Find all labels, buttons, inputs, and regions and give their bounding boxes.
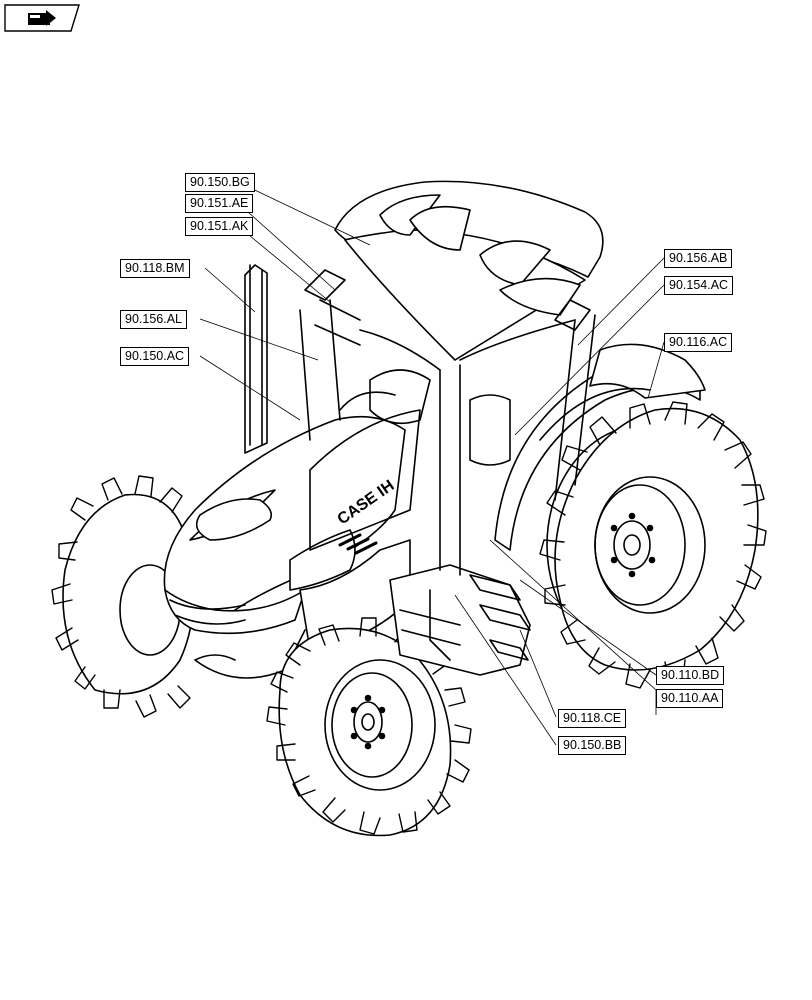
callout-90-156-ab[interactable]: 90.156.AB bbox=[664, 249, 733, 268]
tractor-body bbox=[163, 409, 421, 679]
callout-90-110-bd[interactable]: 90.110.BD bbox=[656, 666, 725, 685]
callout-90-154-ac[interactable]: 90.154.AC bbox=[664, 276, 734, 295]
front-left-wheel bbox=[51, 475, 195, 718]
callout-90-151-ak[interactable]: 90.151.AK bbox=[185, 217, 254, 236]
mirrors bbox=[304, 269, 591, 331]
chassis-steps bbox=[389, 564, 531, 676]
front-right-wheel bbox=[266, 617, 472, 837]
callout-90-118-bm[interactable]: 90.118.BM bbox=[120, 259, 190, 278]
arrow-folder-icon bbox=[28, 10, 56, 26]
callout-90-151-ae[interactable]: 90.151.AE bbox=[185, 194, 254, 213]
callout-90-118-ce[interactable]: 90.118.CE bbox=[558, 709, 627, 728]
callout-90-156-al[interactable]: 90.156.AL bbox=[120, 310, 187, 329]
callout-90-110-aa[interactable]: 90.110.AA bbox=[656, 689, 724, 708]
exhaust-stack bbox=[244, 264, 268, 454]
callout-90-150-bb[interactable]: 90.150.BB bbox=[558, 736, 627, 755]
rear-fender bbox=[494, 343, 706, 551]
callout-90-116-ac[interactable]: 90.116.AC bbox=[664, 333, 733, 352]
cab bbox=[299, 180, 604, 576]
corner-tag bbox=[4, 4, 80, 32]
callout-90-150-ac[interactable]: 90.150.AC bbox=[120, 347, 190, 366]
callout-90-150-bg[interactable]: 90.150.BG bbox=[185, 173, 255, 192]
rear-right-wheel bbox=[539, 401, 767, 689]
